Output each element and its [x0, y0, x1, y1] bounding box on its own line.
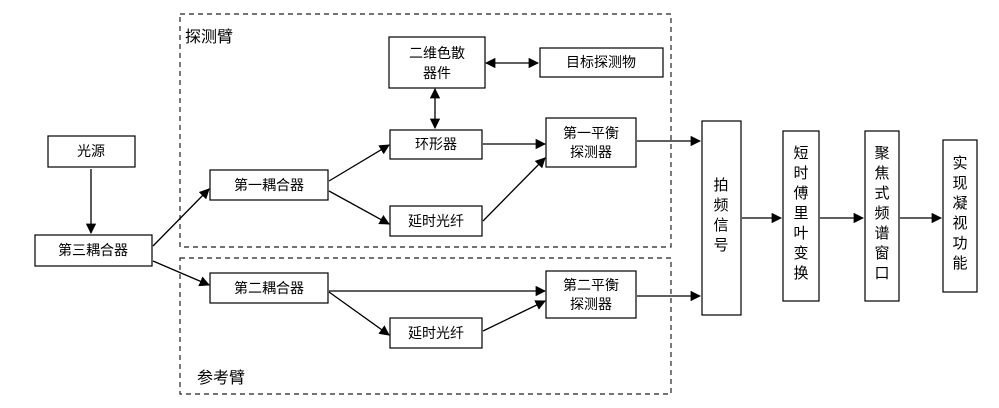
delay-fiber-1-label: 延时光纤 — [408, 214, 464, 230]
edge-second-coupler-to-delay-2 — [328, 291, 390, 336]
beat-signal-char: 号 — [713, 236, 728, 254]
edge-delay-1-to-bd1 — [482, 157, 546, 222]
third-coupler-box — [34, 234, 153, 267]
function-char: 视 — [952, 214, 967, 232]
circulator-node: 环形器 — [389, 129, 483, 160]
delay-fiber-2-box — [389, 317, 483, 349]
function-char: 实 — [952, 154, 967, 172]
delay-fiber-1-node: 延时光纤 — [389, 205, 483, 237]
delay-fiber-2-label: 延时光纤 — [408, 326, 464, 342]
circulator-label: 环形器 — [415, 137, 457, 153]
target-node: 目标探测物 — [539, 47, 664, 78]
dispersion-device-node: 二维色散 器件 — [388, 36, 486, 89]
stft-char: 换 — [793, 264, 808, 282]
focus-window-char: 频 — [874, 204, 889, 222]
reference-arm-frame — [179, 257, 672, 395]
light-source-node: 光源 — [47, 135, 136, 168]
first-coupler-node: 第一耦合器 — [209, 169, 329, 201]
delay-fiber-2-node: 延时光纤 — [389, 317, 483, 349]
third-coupler-node: 第三耦合器 — [34, 234, 153, 267]
balanced-detector-1-node: 第一平衡 探测器 — [545, 117, 637, 168]
stft-char: 叶 — [793, 224, 808, 242]
focus-window-box — [864, 130, 900, 302]
focus-window-char: 窗 — [874, 244, 889, 262]
function-char: 功 — [952, 234, 967, 252]
edge-third-to-second-coupler — [152, 260, 210, 287]
edge-first-coupler-to-circulator — [328, 144, 390, 182]
stft-node: 短 时 傅 里 叶 变 换 — [782, 130, 820, 302]
light-source-box — [47, 135, 136, 168]
beat-signal-char: 频 — [713, 196, 728, 214]
balanced-detector-2-label-line2: 探测器 — [570, 297, 612, 313]
function-node: 实 现 凝 视 功 能 — [942, 139, 978, 293]
focus-window-char: 聚 — [874, 144, 889, 162]
balanced-detector-2-box — [545, 270, 637, 319]
focus-window-node: 聚 焦 式 频 谱 窗 口 — [864, 130, 900, 302]
delay-fiber-1-box — [389, 205, 483, 237]
beat-signal-node: 拍 频 信 号 — [701, 120, 742, 316]
function-char: 能 — [952, 254, 967, 272]
probe-arm-label: 探测臂 — [185, 27, 233, 46]
second-coupler-label: 第二耦合器 — [234, 280, 304, 297]
circulator-box — [389, 129, 483, 160]
dispersion-device-box — [388, 36, 486, 89]
stft-char: 短 — [793, 144, 808, 162]
dispersion-device-label-line1: 二维色散 — [409, 45, 465, 62]
stft-char: 变 — [793, 244, 808, 262]
stft-char: 傅 — [793, 184, 808, 202]
balanced-detector-2-label-line1: 第二平衡 — [563, 277, 619, 294]
balanced-detector-1-label-line2: 探测器 — [570, 145, 612, 161]
second-coupler-node: 第二耦合器 — [209, 272, 329, 304]
stft-box — [782, 130, 820, 302]
light-source-label: 光源 — [77, 144, 105, 160]
focus-window-char: 谱 — [874, 224, 889, 242]
focus-window-char: 口 — [874, 264, 889, 282]
probe-arm-frame — [179, 13, 672, 248]
function-char: 凝 — [952, 194, 967, 212]
dispersion-device-label-line2: 器件 — [423, 66, 451, 82]
balanced-detector-2-node: 第二平衡 探测器 — [545, 270, 637, 319]
target-box — [539, 47, 664, 78]
second-coupler-box — [209, 272, 329, 304]
first-coupler-label: 第一耦合器 — [234, 177, 304, 194]
stft-char: 时 — [793, 164, 808, 182]
reference-arm-label: 参考臂 — [197, 368, 245, 387]
third-coupler-label: 第三耦合器 — [58, 242, 128, 259]
beat-signal-char: 信 — [713, 216, 728, 234]
connectors — [85, 57, 943, 336]
function-box — [942, 139, 978, 293]
balanced-detector-1-box — [545, 117, 637, 168]
focus-window-char: 焦 — [874, 164, 889, 182]
first-coupler-box — [209, 169, 329, 201]
focus-window-char: 式 — [874, 184, 889, 202]
edge-delay-2-to-bd2 — [482, 300, 546, 332]
edge-third-to-first-coupler — [152, 188, 210, 247]
target-label: 目标探测物 — [566, 55, 636, 71]
beat-signal-box — [701, 120, 742, 316]
balanced-detector-1-label-line1: 第一平衡 — [563, 125, 619, 142]
function-char: 现 — [952, 174, 967, 192]
beat-signal-char: 拍 — [713, 176, 728, 194]
stft-char: 里 — [793, 204, 808, 222]
edge-first-coupler-to-delay-1 — [328, 190, 390, 225]
